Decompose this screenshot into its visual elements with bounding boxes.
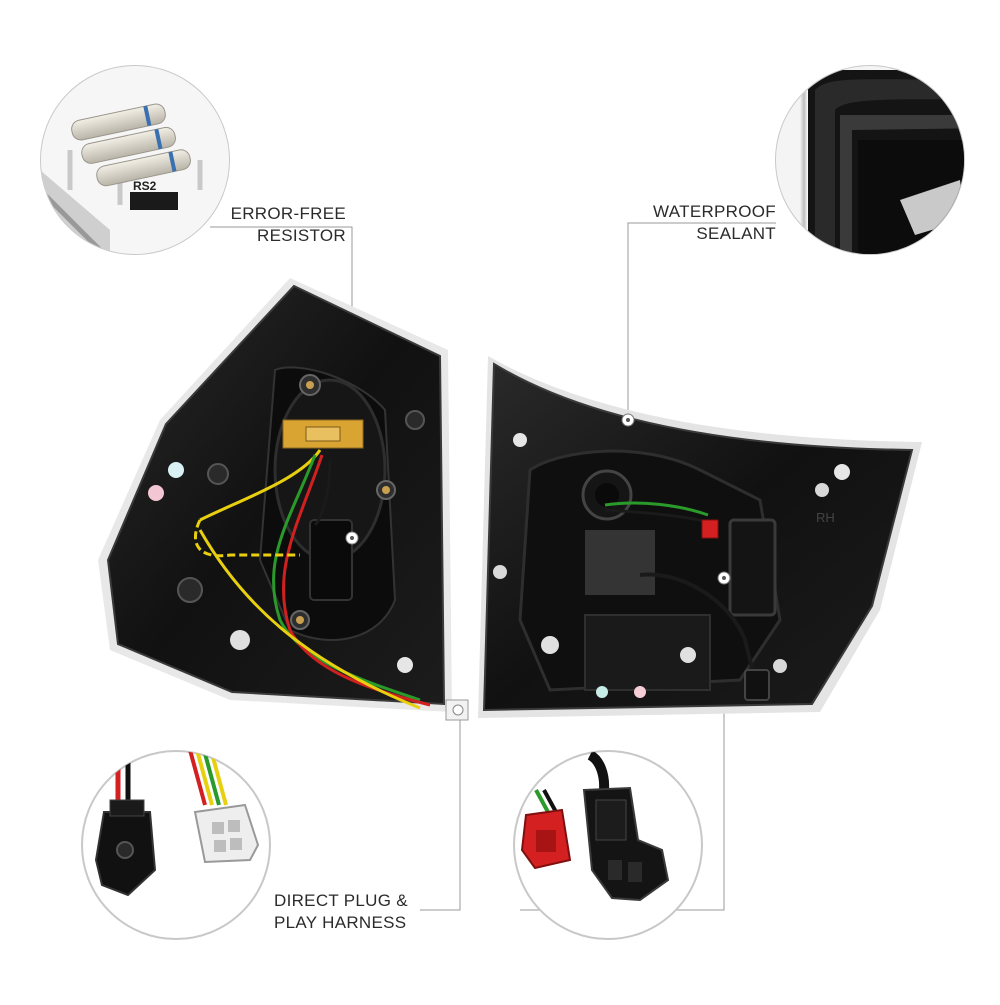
resistor-feature-label: ERROR-FREE RESISTOR bbox=[222, 203, 346, 247]
left-tail-light bbox=[98, 278, 469, 721]
right-tail-light bbox=[478, 356, 922, 718]
resistor-code-text: RS2 bbox=[133, 179, 157, 193]
sealant-detail-icon bbox=[775, 65, 965, 255]
harness-plug-icon bbox=[81, 750, 271, 940]
harness-label-line1: DIRECT PLUG & bbox=[274, 891, 408, 910]
harness-feature-label: DIRECT PLUG & PLAY HARNESS bbox=[274, 890, 408, 934]
sealant-label-line1: WATERPROOF bbox=[653, 202, 776, 221]
side-marking-text: RH bbox=[816, 510, 835, 525]
harness-label-line2: PLAY HARNESS bbox=[274, 913, 407, 932]
resistor-label-line1: ERROR-FREE bbox=[230, 204, 346, 223]
resistor-label-line2: RESISTOR bbox=[257, 226, 346, 245]
resistor-detail-icon bbox=[40, 65, 230, 255]
sealant-label-line2: SEALANT bbox=[696, 224, 776, 243]
callout-line-harness-left bbox=[420, 712, 461, 911]
sealant-feature-label: WATERPROOF SEALANT bbox=[640, 201, 776, 245]
callout-line-sealant bbox=[627, 222, 776, 420]
harness-connector-icon bbox=[513, 750, 703, 940]
